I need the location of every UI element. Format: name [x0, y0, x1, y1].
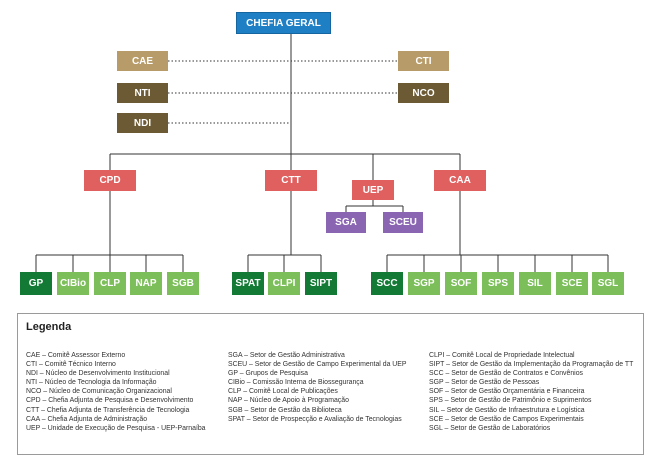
uep-unit-sga: SGA	[326, 212, 366, 233]
legend-item: SIPT – Setor de Gestão da Implementação …	[429, 361, 634, 369]
cpd-unit-nap: NAP	[130, 272, 162, 295]
legend-item: CAE – Comitê Assessor Externo	[26, 352, 126, 359]
ctt-unit-sipt: SIPT	[305, 272, 337, 295]
support-box-nco: NCO	[398, 83, 449, 103]
legend-item: CLP – Comitê Local de Publicações	[228, 388, 338, 396]
cpd-unit-cibio: CIBio	[57, 272, 89, 295]
chief-box-cpd: CPD	[84, 170, 136, 191]
cpd-unit-clp: CLP	[94, 272, 126, 295]
legend-column-2: SGA – Setor de Gestão Administrativa SCE…	[228, 351, 406, 424]
caa-unit-scc: SCC	[371, 272, 403, 295]
legend-item: SPAT – Setor de Prospecção e Avaliação d…	[228, 415, 402, 423]
legend-item: SGP – Setor de Gestão de Pessoas	[429, 379, 540, 387]
legend-item: UEP – Unidade de Execução de Pesquisa - …	[26, 424, 206, 432]
chefia-geral-box: CHEFIA GERAL	[236, 12, 331, 34]
support-box-cti: CTI	[398, 51, 449, 71]
legend-item: SGL – Setor de Gestão de Laboratórios	[429, 424, 551, 432]
legend-item: CTI – Comitê Técnico Interno	[26, 361, 116, 369]
legend-item: CIBio – Comissão Interna de Biosseguranç…	[228, 379, 364, 387]
caa-unit-sgp: SGP	[408, 272, 440, 295]
legend-item: SIL – Setor de Gestão de Infraestrutura …	[429, 406, 585, 414]
legend-item: NCO – Núcleo de Comunicação Organizacion…	[26, 388, 172, 396]
legend-column-3: CLPI – Comitê Local de Propriedade Intel…	[429, 351, 633, 433]
legend-item: SCE – Setor de Gestão de Campos Experime…	[429, 415, 584, 423]
legend-item: SGA – Setor de Gestão Administrativa	[228, 352, 345, 359]
support-box-nti: NTI	[117, 83, 168, 103]
support-box-cae: CAE	[117, 51, 168, 71]
legend-item: SPS – Setor de Gestão de Patrimônio e Su…	[429, 397, 592, 405]
cpd-unit-sgb: SGB	[167, 272, 199, 295]
legend-item: GP – Grupos de Pesquisa	[228, 370, 308, 378]
legend-panel: Legenda CAE – Comitê Assessor Externo CT…	[17, 313, 644, 455]
legend-item: SOF – Setor de Gestão Orçamentária e Fin…	[429, 388, 585, 396]
ctt-unit-spat: SPAT	[232, 272, 264, 295]
chief-box-ctt: CTT	[265, 170, 317, 191]
legend-column-1: CAE – Comitê Assessor Externo CTI – Comi…	[26, 351, 206, 433]
legend-item: NTI – Núcleo de Tecnologia da Informação	[26, 379, 157, 387]
caa-unit-sil: SIL	[519, 272, 551, 295]
legend-item: CTT – Chefia Adjunta de Transferência de…	[26, 406, 190, 414]
uep-unit-sceu: SCEU	[383, 212, 423, 233]
chief-box-uep: UEP	[352, 180, 394, 200]
caa-unit-sps: SPS	[482, 272, 514, 295]
caa-unit-sce: SCE	[556, 272, 588, 295]
legend-item: NAP – Núcleo de Apoio à Programação	[228, 397, 349, 405]
connector-lines	[35, 34, 609, 272]
support-box-ndi: NDI	[117, 113, 168, 133]
legend-item: SCC – Setor de Gestão de Contratos e Con…	[429, 370, 583, 378]
caa-unit-sof: SOF	[445, 272, 477, 295]
legend-title: Legenda	[26, 321, 72, 333]
legend-item: CAA – Chefia Adjunta de Administração	[26, 415, 148, 423]
legend-item: SCEU – Setor de Gestão de Campo Experime…	[228, 361, 407, 369]
legend-item: CLPI – Comitê Local de Propriedade Intel…	[429, 352, 575, 359]
cpd-unit-gp: GP	[20, 272, 52, 295]
ctt-unit-clpi: CLPI	[268, 272, 300, 295]
chief-box-caa: CAA	[434, 170, 486, 191]
legend-item: CPD – Chefia Adjunta de Pesquisa e Desen…	[26, 397, 194, 405]
caa-unit-sgl: SGL	[592, 272, 624, 295]
legend-item: SGB – Setor de Gestão da Biblioteca	[228, 406, 342, 414]
legend-item: NDI – Núcleo de Desenvolvimento Instituc…	[26, 370, 170, 378]
